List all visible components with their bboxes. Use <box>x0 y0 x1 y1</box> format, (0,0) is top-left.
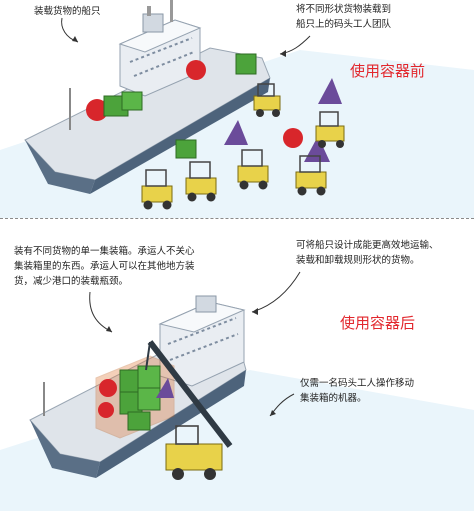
caption-ship-after: 可将船只设计成能更高效地运输、 装载和卸载规则形状的货物。 <box>296 240 439 266</box>
caption-dock-team: 将不同形状货物装载到 船只上的码头工人团队 <box>296 4 392 30</box>
forklift <box>237 149 269 190</box>
cargo-purple-box <box>224 120 248 145</box>
pointer-arrow <box>89 291 113 333</box>
cargo-red-ball <box>186 60 206 80</box>
caption-ship-before: 装载货物的船只 <box>34 6 101 17</box>
before-illustration <box>0 0 474 218</box>
cargo-red-ball <box>86 99 108 121</box>
before-containers-panel: 装载货物的船只 将不同形状货物装载到 船只上的码头工人团队 使用容器前 <box>0 0 474 218</box>
forklift <box>165 443 223 471</box>
caption-single-worker: 仅需一名码头工人操作移动 集装箱的机器。 <box>300 378 415 404</box>
after-title: 使用容器后 <box>340 314 416 332</box>
pointer-arrow <box>251 271 301 313</box>
shipping-container <box>95 355 175 439</box>
panel-divider <box>0 218 474 219</box>
ship-before <box>24 0 271 194</box>
cargo-green-box <box>235 53 257 75</box>
forklift <box>253 83 281 117</box>
cargo-red-ball <box>283 128 303 148</box>
before-title: 使用容器前 <box>350 62 426 80</box>
forklift <box>185 161 217 202</box>
after-containers-panel: 装有不同货物的单一集装箱。承运人不关心 集装箱里的东西。承运人可以在其他地方装 … <box>0 220 474 511</box>
water-area <box>0 370 474 511</box>
forklift <box>295 155 327 196</box>
forklift <box>141 169 173 210</box>
cargo-purple-box <box>318 78 342 104</box>
container-crane <box>145 340 233 480</box>
cargo-green-box <box>175 139 197 159</box>
cargo-green-box <box>121 91 143 111</box>
after-illustration <box>0 271 474 511</box>
caption-container: 装有不同货物的单一集装箱。承运人不关心 集装箱里的东西。承运人可以在其他地方装 … <box>14 246 195 287</box>
forklift <box>315 111 345 148</box>
ship-after <box>29 295 247 478</box>
